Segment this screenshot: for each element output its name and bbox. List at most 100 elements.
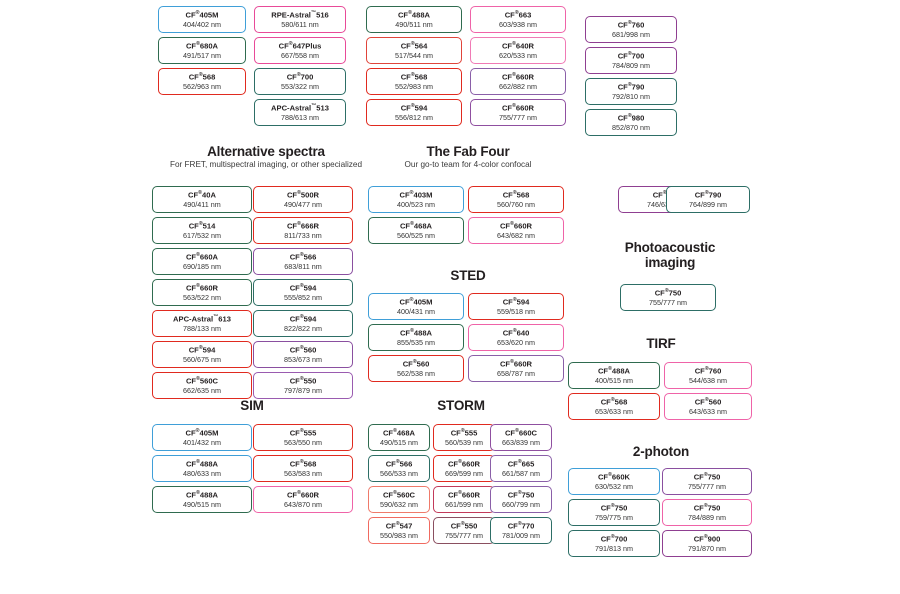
group-header-sim: SIM	[152, 398, 352, 413]
group-title-photoacoustic-imaging: Photoacoustic imaging	[624, 240, 716, 271]
dye-spectra: 669/599 nm	[445, 469, 483, 479]
dye-spectra: 550/983 nm	[380, 531, 418, 541]
dye-name: CF®468A	[399, 221, 433, 231]
dye-spectra: 491/517 nm	[183, 51, 221, 61]
trademark-symbol: ®	[299, 376, 304, 383]
dye-spectra: 563/522 nm	[183, 293, 221, 303]
trademark-symbol: ®	[410, 103, 415, 110]
dye-spectra: 490/511 nm	[395, 20, 433, 30]
dye-spectra: 690/185 nm	[183, 262, 221, 272]
dye-name: CF®663	[504, 10, 532, 20]
dye-spectra: 617/532 nm	[183, 231, 221, 241]
dye-name: CF®660A	[185, 252, 219, 262]
trademark-symbol: ®	[297, 190, 301, 196]
trademark-symbol: ™	[310, 10, 317, 16]
group-header-two-photon: 2-photon	[568, 444, 754, 459]
trademark-symbol: ®	[196, 376, 200, 383]
trademark-symbol: ®	[410, 72, 415, 79]
dye-name: CF®680A	[185, 41, 219, 51]
trademark-symbol: ®	[395, 521, 400, 528]
trademark-symbol: ®	[198, 190, 202, 196]
dye-spectra: 755/777 nm	[445, 531, 483, 541]
dye-spectra: 603/938 nm	[499, 20, 537, 30]
trademark-symbol: ®	[410, 328, 414, 335]
dye-spectra: 553/322 nm	[281, 82, 319, 92]
dye-name: CF®488A	[185, 459, 219, 469]
